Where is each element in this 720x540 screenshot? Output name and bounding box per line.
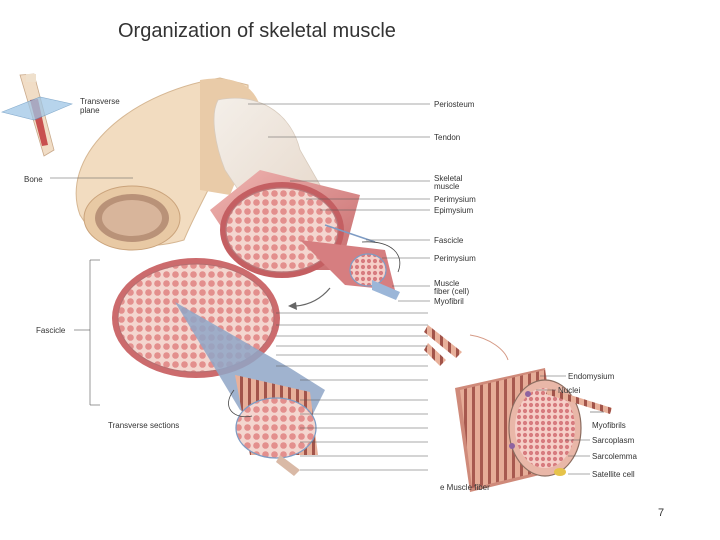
label-tendon: Tendon xyxy=(434,133,460,142)
label-transverse-plane-2: plane xyxy=(80,106,100,115)
label-endomysium: Endomysium xyxy=(568,372,615,381)
label-transverse-plane-1: Transverse xyxy=(80,97,120,106)
arrow-head-icon xyxy=(288,302,297,310)
label-muscle-fiber-caption: e Muscle fiber xyxy=(440,483,490,492)
page-number: 7 xyxy=(658,507,664,519)
label-sarcoplasm: Sarcoplasm xyxy=(592,436,635,445)
arm-icon xyxy=(2,74,72,156)
label-sarcolemma: Sarcolemma xyxy=(592,452,637,461)
muscle-fiber-illustration xyxy=(455,368,612,492)
label-bone: Bone xyxy=(24,175,43,184)
label-epimysium: Epimysium xyxy=(434,206,473,215)
arrow-icon xyxy=(296,288,330,306)
label-myofibrils: Myofibrils xyxy=(592,421,626,430)
label-myofibril: Myofibril xyxy=(434,297,464,306)
label-perimysium-1: Perimysium xyxy=(434,195,476,204)
label-skeletal-muscle-2: muscle xyxy=(434,182,460,191)
label-perimysium-2: Perimysium xyxy=(434,254,476,263)
label-transverse-sections: Transverse sections xyxy=(108,421,179,430)
label-periosteum: Periosteum xyxy=(434,100,475,109)
label-fascicle-left: Fascicle xyxy=(36,326,66,335)
label-fascicle-right: Fascicle xyxy=(434,236,464,245)
label-satellite-cell: Satellite cell xyxy=(592,470,635,479)
myofibril-strands-illustration xyxy=(424,325,508,366)
label-muscle-fiber-2: fiber (cell) xyxy=(434,287,469,296)
fascicle-illustration xyxy=(112,258,325,476)
label-nuclei: Nuclei xyxy=(558,386,580,395)
